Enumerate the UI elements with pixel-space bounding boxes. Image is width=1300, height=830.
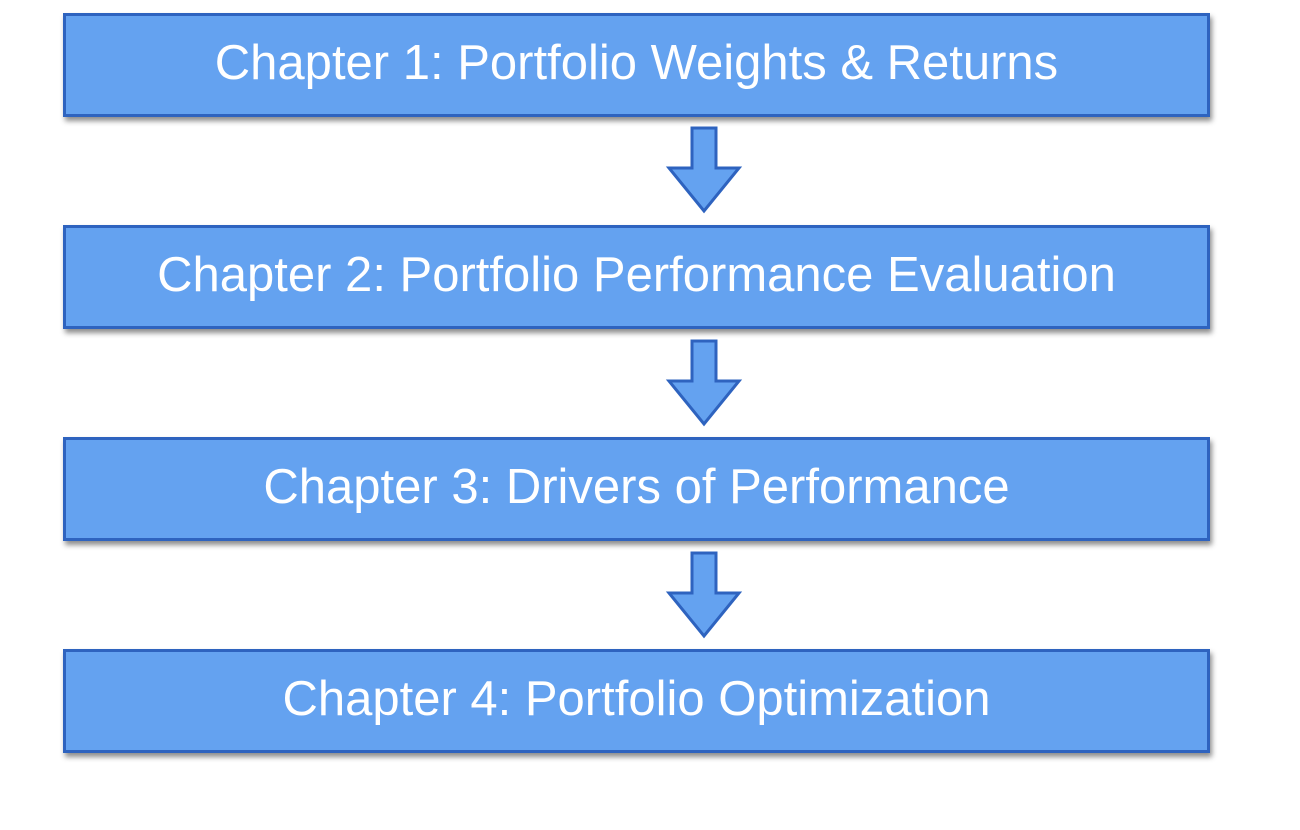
chapter-3-label: Chapter 3: Drivers of Performance: [263, 459, 1010, 514]
chapter-4-box: Chapter 4: Portfolio Optimization: [63, 649, 1210, 753]
chapter-3-box: Chapter 3: Drivers of Performance: [63, 437, 1210, 541]
down-arrow-icon: [665, 551, 743, 639]
chapter-1-label: Chapter 1: Portfolio Weights & Returns: [214, 35, 1059, 90]
chapter-2-box: Chapter 2: Portfolio Performance Evaluat…: [63, 225, 1210, 329]
chapter-4-label: Chapter 4: Portfolio Optimization: [282, 671, 991, 726]
chapter-2-label: Chapter 2: Portfolio Performance Evaluat…: [157, 247, 1116, 302]
down-arrow-icon: [665, 126, 743, 214]
down-arrow-icon: [665, 339, 743, 427]
chapter-1-box: Chapter 1: Portfolio Weights & Returns: [63, 13, 1210, 117]
